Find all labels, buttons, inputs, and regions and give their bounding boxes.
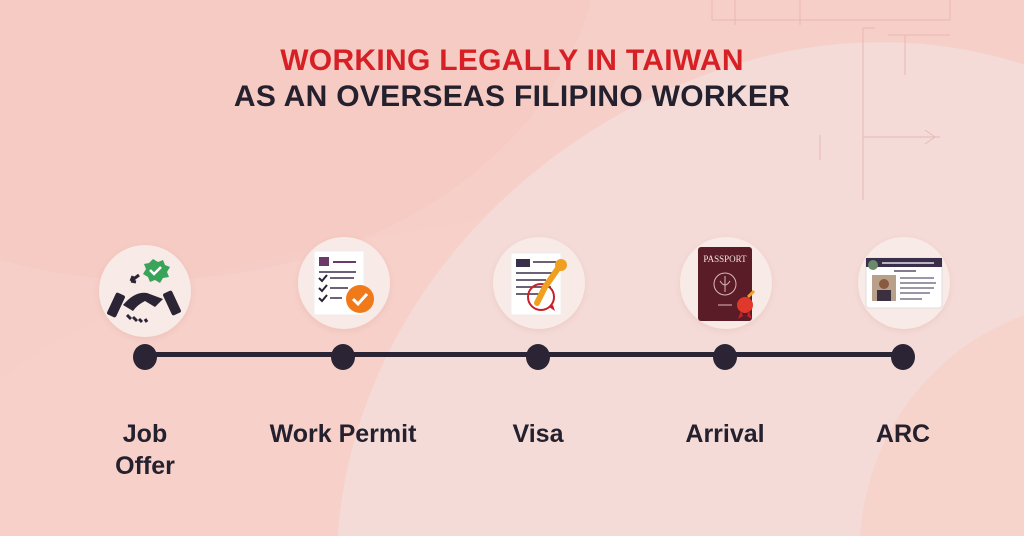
svg-text:PASSPORT: PASSPORT (703, 254, 747, 264)
step-label-visa: Visa (512, 420, 564, 448)
timeline-step-arrival: PASSPORT Arrival (635, 237, 815, 500)
label-line: Job (122, 420, 168, 448)
document-stamp-icon (510, 252, 567, 316)
step-label-job-offer: Job Offer (55, 418, 235, 482)
label-line: Offer (115, 452, 175, 480)
timeline-step-job-offer: Job Offer (55, 240, 235, 500)
icon-circle (858, 237, 950, 329)
title-line-1: WORKING LEGALLY IN TAIWAN (280, 44, 744, 77)
icon-circle (493, 237, 585, 329)
icon-circle (99, 245, 191, 337)
timeline-dot (526, 344, 550, 370)
passport-icon: PASSPORT (698, 247, 756, 321)
title-line-2: AS AN OVERSEAS FILIPINO WORKER (233, 80, 791, 113)
blueprint-decoration (711, 0, 951, 200)
handshake-check-icon (107, 259, 181, 324)
id-card-icon (865, 257, 943, 309)
icon-circle: PASSPORT (680, 237, 772, 329)
timeline-dot (133, 344, 157, 370)
timeline-step-arc: ARC (813, 237, 993, 500)
step-label-arc: ARC (875, 420, 931, 448)
timeline-dot (713, 344, 737, 370)
step-label-work-permit: Work Permit (269, 420, 417, 448)
timeline-step-visa: Visa (448, 237, 628, 500)
checklist-badge-icon (313, 250, 374, 316)
timeline-line (145, 352, 903, 357)
icon-circle (298, 237, 390, 329)
timeline-dot (331, 344, 355, 370)
timeline-dot (891, 344, 915, 370)
step-label-arrival: Arrival (685, 420, 765, 448)
timeline-step-work-permit: Work Permit (253, 237, 433, 500)
